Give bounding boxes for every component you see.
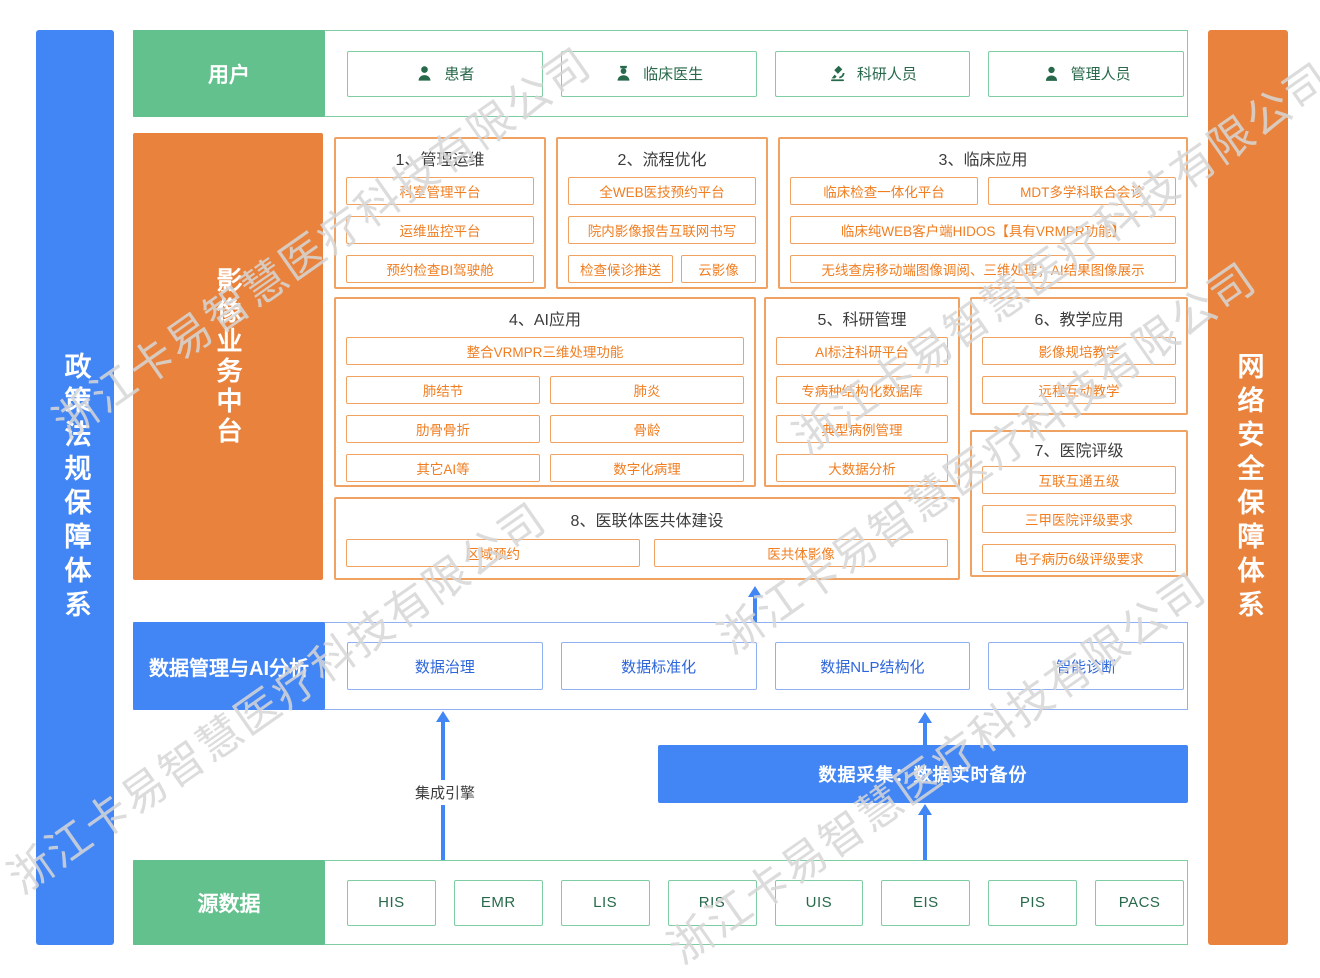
data-management-row-label: 数据管理与AI分析 xyxy=(133,622,325,710)
section-management-ops: 1、管理运维 科室管理平台 运维监控平台 预约检查BI驾驶舱 xyxy=(334,137,546,289)
security-sidebar: 网络安全保障体系 xyxy=(1208,30,1288,945)
platform-item: 临床纯WEB客户端HIDOS【具有VRMPR功能】 xyxy=(790,216,1176,244)
platform-item: 专病种结构化数据库 xyxy=(776,376,948,404)
platform-item: 区域预约 xyxy=(346,539,640,567)
source-data-items: HIS EMR LIS RIS UIS EIS PIS PACS xyxy=(347,861,1184,944)
platform-item: 运维监控平台 xyxy=(346,216,534,244)
data-mgmt-item: 智能诊断 xyxy=(988,642,1184,690)
platform-item: 远程互动教学 xyxy=(982,376,1176,404)
users-row: 用户 患者 临床医生 科研人员 xyxy=(133,30,1188,117)
section-title: 1、管理运维 xyxy=(395,152,485,169)
platform-label: 影像业务中台 xyxy=(133,133,323,580)
source-system: UIS xyxy=(774,879,864,926)
user-card-label: 临床医生 xyxy=(643,66,704,83)
arrow-up-to-collection xyxy=(918,804,932,860)
source-system: EMR xyxy=(453,879,543,926)
source-system: PACS xyxy=(1095,879,1184,926)
platform-item: AI标注科研平台 xyxy=(776,337,948,365)
section-title: 3、临床应用 xyxy=(938,152,1028,169)
section-clinical-application: 3、临床应用 临床检查一体化平台 MDT多学科联合会诊 临床纯WEB客户端HID… xyxy=(778,137,1188,289)
user-card-label: 管理人员 xyxy=(1070,66,1131,83)
platform-item: 数字化病理 xyxy=(550,454,744,482)
arrow-up-to-platform xyxy=(748,586,762,622)
users-row-label: 用户 xyxy=(133,30,325,117)
platform-label-text: 影像业务中台 xyxy=(213,266,243,447)
source-system: LIS xyxy=(560,879,650,926)
platform-item: 肋骨骨折 xyxy=(346,415,540,443)
security-sidebar-label: 网络安全保障体系 xyxy=(1233,351,1264,624)
source-system: RIS xyxy=(667,879,757,926)
source-system: HIS xyxy=(347,879,436,926)
data-collection-box: 数据采集：数据实时备份 xyxy=(658,745,1188,803)
platform-item: 肺炎 xyxy=(550,376,744,404)
user-card-label: 科研人员 xyxy=(856,66,917,83)
user-card-patient: 患者 xyxy=(347,50,543,97)
user-card-researcher: 科研人员 xyxy=(774,50,971,97)
platform-item: 三甲医院评级要求 xyxy=(982,505,1176,533)
platform-item: 影像规培教学 xyxy=(982,337,1176,365)
platform-item: 互联互通五级 xyxy=(982,466,1176,494)
user-card-doctor: 临床医生 xyxy=(560,50,757,97)
platform-item: 无线查房移动端图像调阅、三维处理；AI结果图像展示 xyxy=(790,255,1176,283)
source-data-row: 源数据 HIS EMR LIS RIS UIS EIS PIS PACS xyxy=(133,860,1188,945)
platform-item: 肺结节 xyxy=(346,376,540,404)
section-medical-alliance: 8、医联体医共体建设 区域预约 医共体影像 xyxy=(334,497,960,580)
policy-sidebar-label: 政策法规保障体系 xyxy=(60,351,91,624)
section-process-optimization: 2、流程优化 全WEB医技预约平台 院内影像报告互联网书写 检查候诊推送 云影像 xyxy=(556,137,768,289)
users-row-items: 患者 临床医生 科研人员 管理人员 xyxy=(347,31,1184,116)
user-card-label: 患者 xyxy=(444,66,475,83)
section-teaching-application: 6、教学应用 影像规培教学 远程互动教学 xyxy=(970,297,1188,415)
data-mgmt-item: 数据治理 xyxy=(347,642,543,690)
user-card-admin: 管理人员 xyxy=(988,50,1184,97)
section-title: 8、医联体医共体建设 xyxy=(570,513,724,530)
arrow-up-from-collection xyxy=(918,712,932,745)
platform-item: 大数据分析 xyxy=(776,454,948,482)
platform-item: 全WEB医技预约平台 xyxy=(568,177,756,205)
source-system: PIS xyxy=(988,879,1078,926)
section-title: 6、教学应用 xyxy=(1034,312,1124,329)
platform-item: 骨龄 xyxy=(550,415,744,443)
patient-icon xyxy=(415,64,434,83)
platform-item: 检查候诊推送 xyxy=(568,255,673,283)
platform-item: 云影像 xyxy=(681,255,756,283)
data-management-row: 数据管理与AI分析 数据治理 数据标准化 数据NLP结构化 智能诊断 xyxy=(133,622,1188,710)
section-ai-application: 4、AI应用 整合VRMPR三维处理功能 肺结节 肺炎 肋骨骨折 骨龄 其它AI… xyxy=(334,297,756,487)
platform-item: 临床检查一体化平台 xyxy=(790,177,978,205)
section-title: 4、AI应用 xyxy=(508,312,582,329)
doctor-icon xyxy=(614,64,633,83)
platform-item: MDT多学科联合会诊 xyxy=(988,177,1176,205)
section-title: 5、科研管理 xyxy=(817,312,907,329)
policy-sidebar: 政策法规保障体系 xyxy=(36,30,114,945)
data-mgmt-item: 数据NLP结构化 xyxy=(774,642,971,690)
platform-item: 电子病历6级评级要求 xyxy=(982,544,1176,572)
source-data-row-label: 源数据 xyxy=(133,860,325,945)
platform-item: 典型病例管理 xyxy=(776,415,948,443)
admin-icon xyxy=(1042,64,1061,83)
section-research-management: 5、科研管理 AI标注科研平台 专病种结构化数据库 典型病例管理 大数据分析 xyxy=(764,297,960,487)
data-management-items: 数据治理 数据标准化 数据NLP结构化 智能诊断 xyxy=(347,623,1184,709)
platform-item: 科室管理平台 xyxy=(346,177,534,205)
platform-item: 医共体影像 xyxy=(654,539,948,567)
researcher-icon xyxy=(828,64,847,83)
source-system: EIS xyxy=(881,879,971,926)
section-title: 2、流程优化 xyxy=(617,152,707,169)
section-hospital-rating: 7、医院评级 互联互通五级 三甲医院评级要求 电子病历6级评级要求 xyxy=(970,430,1188,577)
section-title: 7、医院评级 xyxy=(1034,443,1124,460)
platform-item: 整合VRMPR三维处理功能 xyxy=(346,337,744,365)
platform-item: 其它AI等 xyxy=(346,454,540,482)
platform-item: 预约检查BI驾驶舱 xyxy=(346,255,534,283)
platform-item: 院内影像报告互联网书写 xyxy=(568,216,756,244)
data-mgmt-item: 数据标准化 xyxy=(560,642,757,690)
integration-engine-label: 集成引擎 xyxy=(385,780,505,805)
